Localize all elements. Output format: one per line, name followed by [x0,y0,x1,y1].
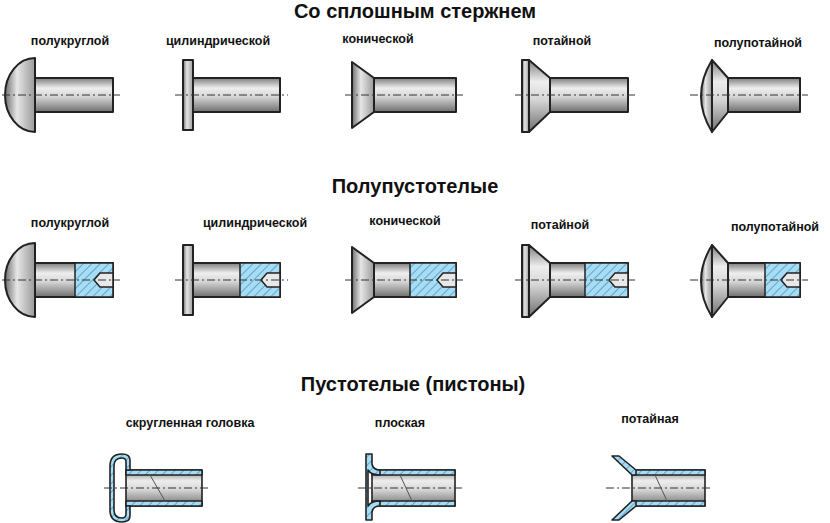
type-label: конической [342,33,413,47]
section-heading: Пустотелые (пистоны) [301,373,525,395]
type-label: потайной [531,219,590,233]
center-lines [104,488,713,489]
type-label: полупотайной [731,221,819,235]
center-lines [2,95,808,96]
type-label: потайная [621,413,678,427]
type-label: конической [369,215,440,229]
section-heading: Со сплошным стержнем [294,0,536,22]
section-heading: Полупустотелые [332,175,499,197]
type-label: потайной [533,35,592,49]
solid-rivets [5,58,800,132]
type-label: полукруглой [31,35,109,49]
type-label: цилиндрической [166,35,270,49]
type-label: полупотайной [714,37,802,51]
semi-hollow-rivets [2,243,808,317]
type-label: скругленная головка [126,417,255,431]
type-label: полукруглой [31,217,109,231]
hollow-rivets [110,454,705,522]
type-label: плоская [375,417,425,431]
type-label: цилиндрической [203,217,307,231]
